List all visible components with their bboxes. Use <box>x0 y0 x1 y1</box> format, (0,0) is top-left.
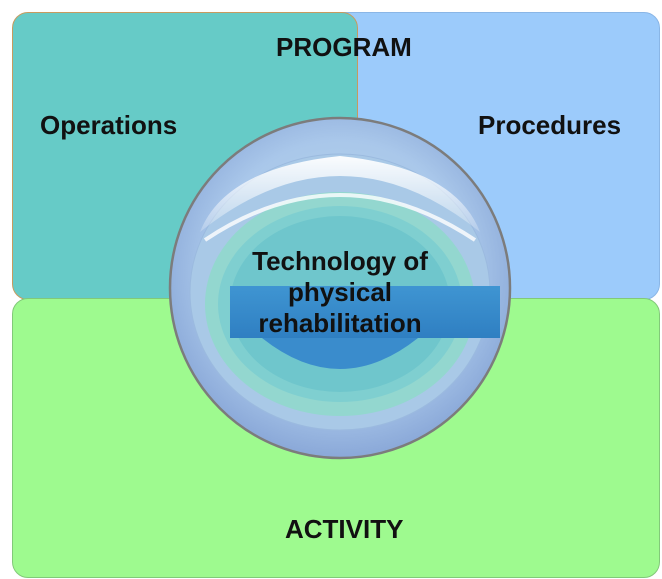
program-label: PROGRAM <box>276 32 412 62</box>
operations-label: Operations <box>40 110 178 140</box>
center-line-1: Technology of <box>252 246 428 276</box>
center-line-3: rehabilitation <box>258 308 422 338</box>
center-label: Technology of physical rehabilitation <box>190 246 490 339</box>
center-line-2: physical <box>287 277 393 307</box>
activity-label: ACTIVITY <box>285 514 404 544</box>
procedures-label: Procedures <box>478 110 622 140</box>
